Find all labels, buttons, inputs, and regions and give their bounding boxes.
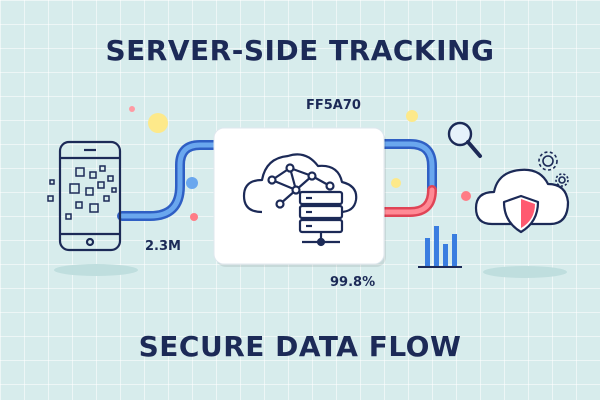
cloud-shield-icon [474, 168, 570, 234]
decor-dot-red [190, 213, 198, 221]
page-title: SERVER-SIDE TRACKING [105, 34, 495, 67]
smartphone-icon [58, 140, 122, 252]
decor-dot-red-2 [461, 191, 471, 201]
hex-code-label: FF5A70 [306, 98, 361, 113]
decor-dot-pink [129, 106, 135, 112]
pixel-scatter [47, 165, 117, 220]
decor-dot-yellow-2 [406, 110, 418, 122]
cloud-network-icon [242, 153, 358, 214]
cloud-shadow [483, 266, 567, 278]
decor-dot-yellow [148, 113, 168, 133]
uptime-label: 99.8% [330, 275, 376, 290]
event-volume-label: 2.3M [145, 239, 181, 254]
decor-dot-yellow-3 [391, 178, 401, 188]
right-data-pipe [378, 139, 437, 217]
server-stack-icon [298, 190, 344, 247]
magnifier-icon [447, 121, 482, 158]
gear-icon [538, 151, 569, 187]
decor-dot-blue [186, 177, 198, 189]
bar-chart-icon [418, 226, 462, 268]
footer-title: SECURE DATA FLOW [138, 330, 462, 363]
left-data-pipe [117, 140, 219, 221]
phone-shadow [54, 264, 138, 276]
